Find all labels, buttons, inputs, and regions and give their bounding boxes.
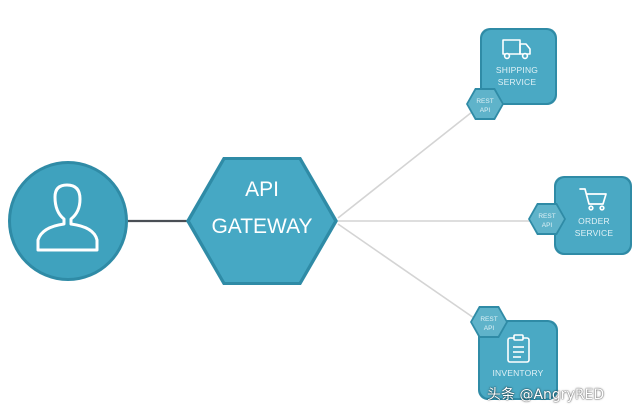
gateway-inventory-connector xyxy=(337,223,475,319)
order-api-line1: REST xyxy=(538,213,555,220)
gateway-label-line1: API xyxy=(245,178,279,201)
order-api-line2: API xyxy=(542,222,553,229)
truck-icon xyxy=(502,39,531,60)
inventory-service-node: INVENTORY xyxy=(478,320,558,400)
user-icon xyxy=(36,183,99,252)
client-node xyxy=(8,161,128,281)
gateway-shipping-connector xyxy=(337,111,473,219)
inventory-label-line1: INVENTORY xyxy=(492,368,543,378)
shipping-label-line2: SERVICE xyxy=(498,77,537,87)
shipping-label-line1: SHIPPING xyxy=(496,65,538,75)
order-service-node: ORDER SERVICE xyxy=(554,176,632,255)
inventory-rest-api-badge: REST API xyxy=(470,306,508,338)
order-rest-api-badge: REST API xyxy=(528,203,566,235)
watermark-text: 头条 @AngryRED xyxy=(487,387,605,403)
shipping-api-line1: REST xyxy=(476,98,493,105)
inventory-api-line1: REST xyxy=(480,316,497,323)
api-gateway-node: API GATEWAY xyxy=(186,157,338,285)
shipping-service-node: SHIPPING SERVICE xyxy=(480,28,557,105)
inventory-api-line2: API xyxy=(484,325,495,332)
shipping-rest-api-badge: REST API xyxy=(466,88,504,120)
order-label-line2: SERVICE xyxy=(575,228,614,238)
shipping-api-line2: API xyxy=(480,107,491,114)
clipboard-icon xyxy=(507,334,530,363)
order-label-line1: ORDER xyxy=(578,216,610,226)
gateway-label-line2: GATEWAY xyxy=(211,215,312,238)
cart-icon xyxy=(579,188,607,211)
